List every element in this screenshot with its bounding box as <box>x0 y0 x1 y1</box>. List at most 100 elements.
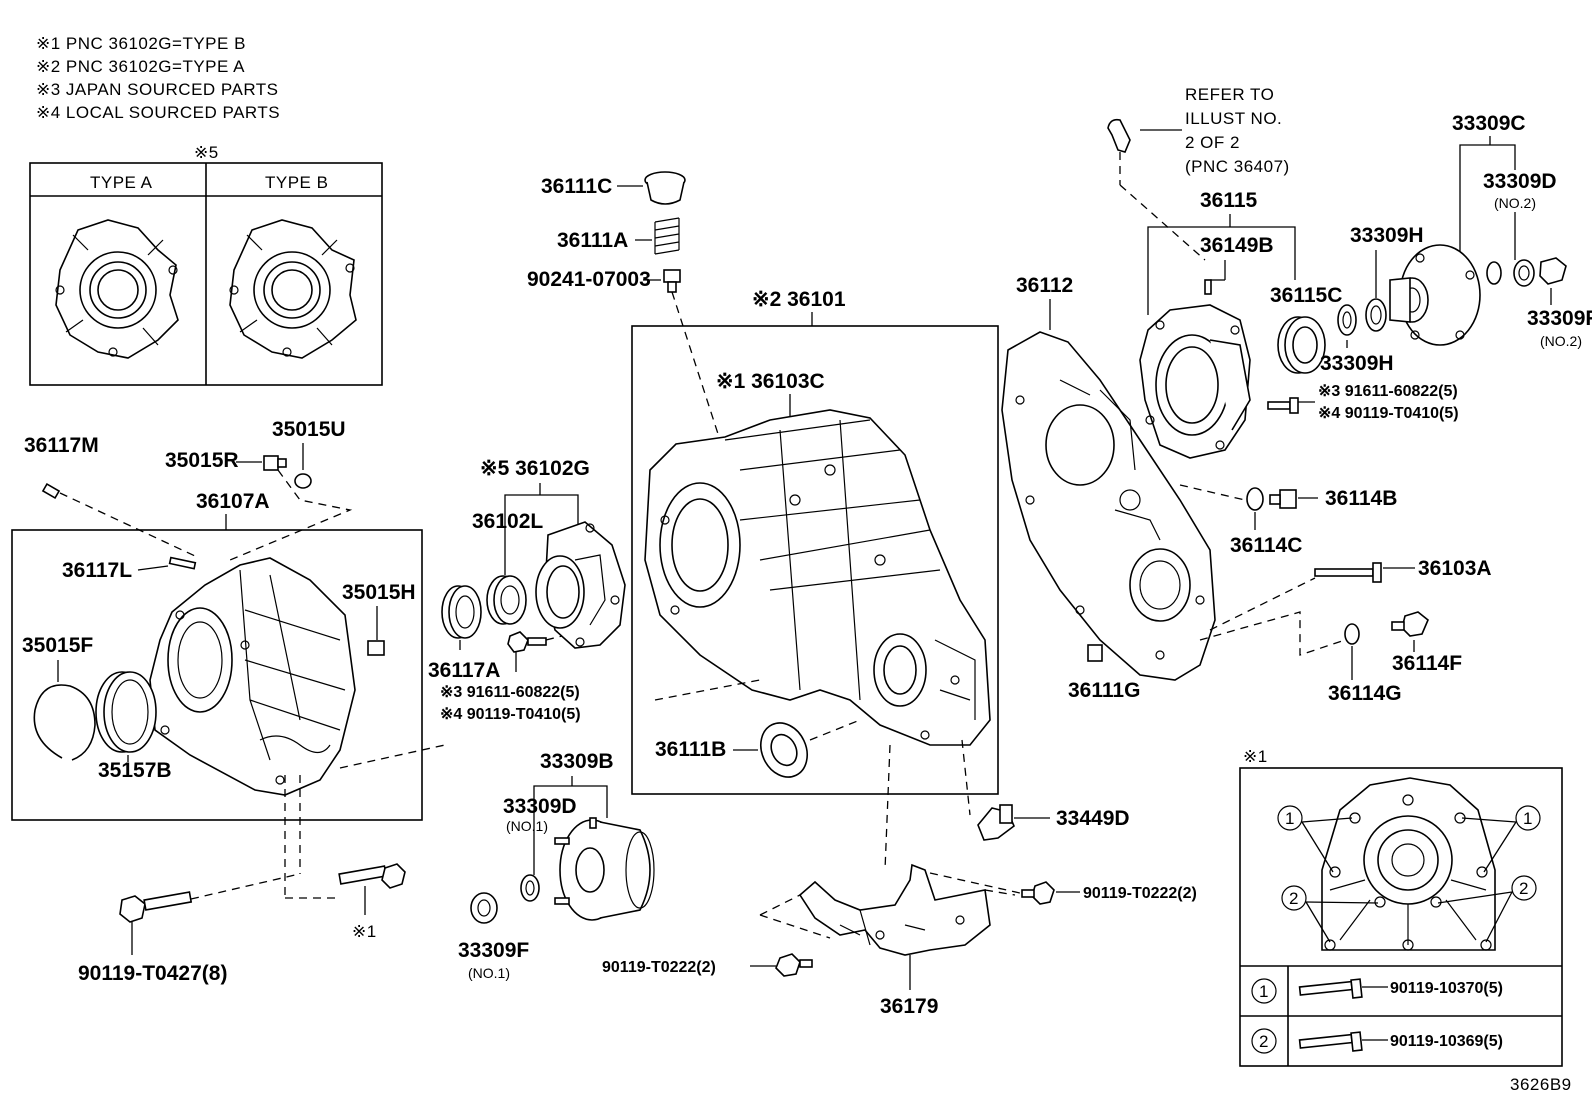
nut-33309F-bot <box>470 892 498 924</box>
pin-36149B <box>1204 279 1212 295</box>
snap-ring-35015F <box>33 684 96 761</box>
type-table-mark: ※5 <box>194 143 219 162</box>
label-bolt-right-1: ※3 91611-60822(5) <box>1318 383 1458 400</box>
no2-label-b: (NO.2) <box>1540 333 1582 349</box>
extension-housing-36115 <box>1139 304 1251 459</box>
refer-line-4: (PNC 36407) <box>1185 157 1290 176</box>
washer-33309H-b <box>1365 298 1387 332</box>
label-bolt-right-2: ※4 90119-T0410(5) <box>1318 405 1459 422</box>
bolt-90119-T0427 <box>119 891 193 923</box>
bracket-group: 36179 90119-T0222(2) 90119-T0222(2) <box>602 863 1197 1018</box>
label-36114F: 36114F <box>1392 652 1462 675</box>
seal-35157B <box>95 671 157 753</box>
label-36115: 36115 <box>1200 189 1258 212</box>
label-90241-07003: 90241-07003 <box>527 268 651 291</box>
plug-spring-group: 36111C 36111A 90241-07003 <box>527 171 721 441</box>
label-36117A: 36117A <box>428 659 500 682</box>
label-36103A: 36103A <box>1418 557 1492 580</box>
oil-seal-36117A <box>441 585 482 639</box>
retainer-36102G-group: ※5 36102G 36102L 36117A <box>428 457 626 723</box>
label-star1-bolt: ※1 <box>352 922 377 941</box>
no1-label-a: (NO.1) <box>506 818 548 834</box>
flange-33309C <box>1389 244 1481 346</box>
washer-33309H-a <box>1337 304 1357 336</box>
legend-part-1: 90119-10370(5) <box>1390 980 1503 997</box>
plug-36111C <box>644 171 686 205</box>
label-36101: ※2 36101 <box>752 288 846 311</box>
label-36111C: 36111C <box>541 175 612 198</box>
legend-bolt-1-drawing <box>1298 978 1363 999</box>
rear-case-36112 <box>1001 331 1216 681</box>
type-b-retainer-drawing <box>229 219 357 359</box>
label-35157B: 35157B <box>98 759 172 782</box>
note-4: ※4 LOCAL SOURCED PARTS <box>36 103 280 122</box>
label-90119-T0427: 90119-T0427(8) <box>78 962 227 985</box>
pin-35015H <box>367 640 385 656</box>
type-a-header: TYPE A <box>90 173 153 192</box>
bolt-90241-07003 <box>663 269 681 293</box>
inset-callout-1a: 1 <box>1285 809 1295 828</box>
washer-36114C <box>1246 487 1264 511</box>
label-33309D-bot: 33309D <box>503 795 577 818</box>
label-36112: 36112 <box>1016 274 1073 297</box>
note-1: ※1 PNC 36102G=TYPE B <box>36 34 246 53</box>
spring-36111A <box>654 217 680 255</box>
flange-33309B <box>554 817 655 921</box>
label-36102G: ※5 36102G <box>480 457 590 480</box>
inset-group: ※1 1 1 2 <box>1239 747 1563 1067</box>
front-flange-group: 33309B 33309D (NO.1) 33309F (NO.1) <box>458 750 655 981</box>
label-33449D: 33449D <box>1056 807 1130 830</box>
front-housing-group: 36117M 35015R 35015U 36107A 36117L <box>11 418 446 821</box>
bolt-90119-T0222-a <box>1021 881 1055 905</box>
inset-callout-2a: 2 <box>1289 889 1299 908</box>
legend-number-2: 2 <box>1259 1032 1269 1051</box>
label-36179: 36179 <box>880 995 938 1018</box>
label-bolt-mid-1: ※3 91611-60822(5) <box>440 684 580 701</box>
inset-frame <box>1239 767 1563 1067</box>
washer-33309D-top <box>1486 261 1502 285</box>
label-36107A: 36107A <box>196 490 270 513</box>
inset-mark: ※1 <box>1243 747 1268 766</box>
label-33309C: 33309C <box>1452 112 1526 135</box>
label-33309H-b: 33309H <box>1320 352 1394 375</box>
note-2: ※2 PNC 36102G=TYPE A <box>36 57 245 76</box>
rear-retainer-group: 36115 36149B 36115C 33309H <box>1139 189 1424 459</box>
type-b-header: TYPE B <box>265 173 328 192</box>
refer-line-1: REFER TO <box>1185 85 1274 104</box>
oil-seal-36115C <box>1277 316 1326 374</box>
label-35015H: 35015H <box>342 581 416 604</box>
bolt-90119-T0222-b <box>775 953 813 977</box>
label-33309H-a: 33309H <box>1350 224 1424 247</box>
oil-seal-36102L <box>486 575 527 625</box>
legend-bolt-2-drawing <box>1298 1031 1363 1052</box>
bracket-36179 <box>798 863 991 956</box>
transfer-case-front-36103C <box>644 409 991 746</box>
pin-36111G <box>1087 644 1103 662</box>
note-3: ※3 JAPAN SOURCED PARTS <box>36 80 279 99</box>
label-36111G: 36111G <box>1068 679 1140 702</box>
legend-part-2: 90119-10369(5) <box>1390 1033 1503 1050</box>
label-35015F: 35015F <box>22 634 93 657</box>
label-33309D-top: 33309D <box>1483 170 1557 193</box>
label-33309F-bot: 33309F <box>458 939 529 962</box>
washer-33309D-bot <box>520 874 540 902</box>
inset-callout-2b: 2 <box>1519 879 1529 898</box>
label-36114B: 36114B <box>1325 487 1397 510</box>
type-table: ※5 TYPE A TYPE B <box>29 143 383 386</box>
label-36115C: 36115C <box>1270 284 1342 307</box>
label-36114G: 36114G <box>1328 682 1402 705</box>
right-bolts-group: ※3 91611-60822(5) ※4 90119-T0410(5) 3611… <box>1179 383 1492 705</box>
sensor-group: 33449D <box>977 804 1130 841</box>
label-33309B: 33309B <box>540 750 614 773</box>
notes-block: ※1 PNC 36102G=TYPE B ※2 PNC 36102G=TYPE … <box>36 34 280 122</box>
nut-33309F-top <box>1539 257 1567 285</box>
bolt-star1 <box>338 863 406 889</box>
no2-label-a: (NO.2) <box>1494 195 1536 211</box>
type-a-retainer-drawing <box>55 219 179 359</box>
bolt-mid-91611 <box>507 631 547 653</box>
washer-36114G <box>1344 623 1360 645</box>
label-36114C: 36114C <box>1230 534 1302 557</box>
label-90119-T0222-a: 90119-T0222(2) <box>1083 885 1197 902</box>
inset-retainer-drawing <box>1321 777 1496 951</box>
